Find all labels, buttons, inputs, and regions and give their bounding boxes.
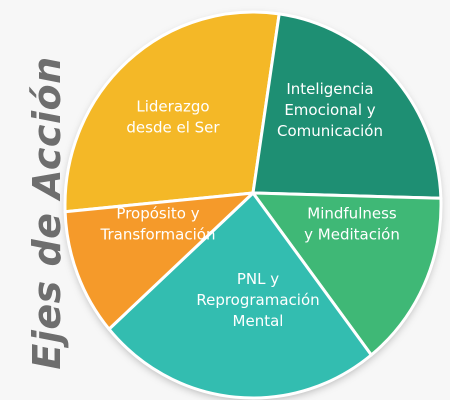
segment-label-line: desde el Ser: [126, 119, 220, 137]
segment-label-line: Inteligencia: [286, 80, 373, 98]
segment-label-liderazgo: Liderazgo desde el Ser: [126, 98, 220, 137]
segment-label-line: Propósito y: [116, 205, 199, 223]
segment-pnl: [107, 191, 373, 400]
segment-inteligencia: [251, 12, 443, 200]
segment-liderazgo: [63, 10, 281, 214]
segment-label-line: Emocional y: [284, 101, 375, 119]
segment-label-line: Comunicación: [277, 122, 383, 140]
segment-proposito: [63, 191, 255, 331]
segment-label-mindfulness: Mindfulness y Meditación: [304, 205, 400, 244]
segment-label-line: Liderazgo: [136, 98, 209, 116]
segment-label-line: Mindfulness: [307, 205, 397, 223]
segment-label-line: Reprogramación: [196, 291, 319, 309]
segment-mindfulness: [251, 191, 443, 357]
segment-label-proposito: Propósito y Transformación: [100, 205, 216, 244]
segment-label-line: Mental: [233, 312, 284, 330]
segment-label-line: PNL y: [237, 270, 279, 288]
segment-label-line: Transformación: [100, 226, 216, 244]
segment-label-line: y Meditación: [304, 226, 400, 244]
